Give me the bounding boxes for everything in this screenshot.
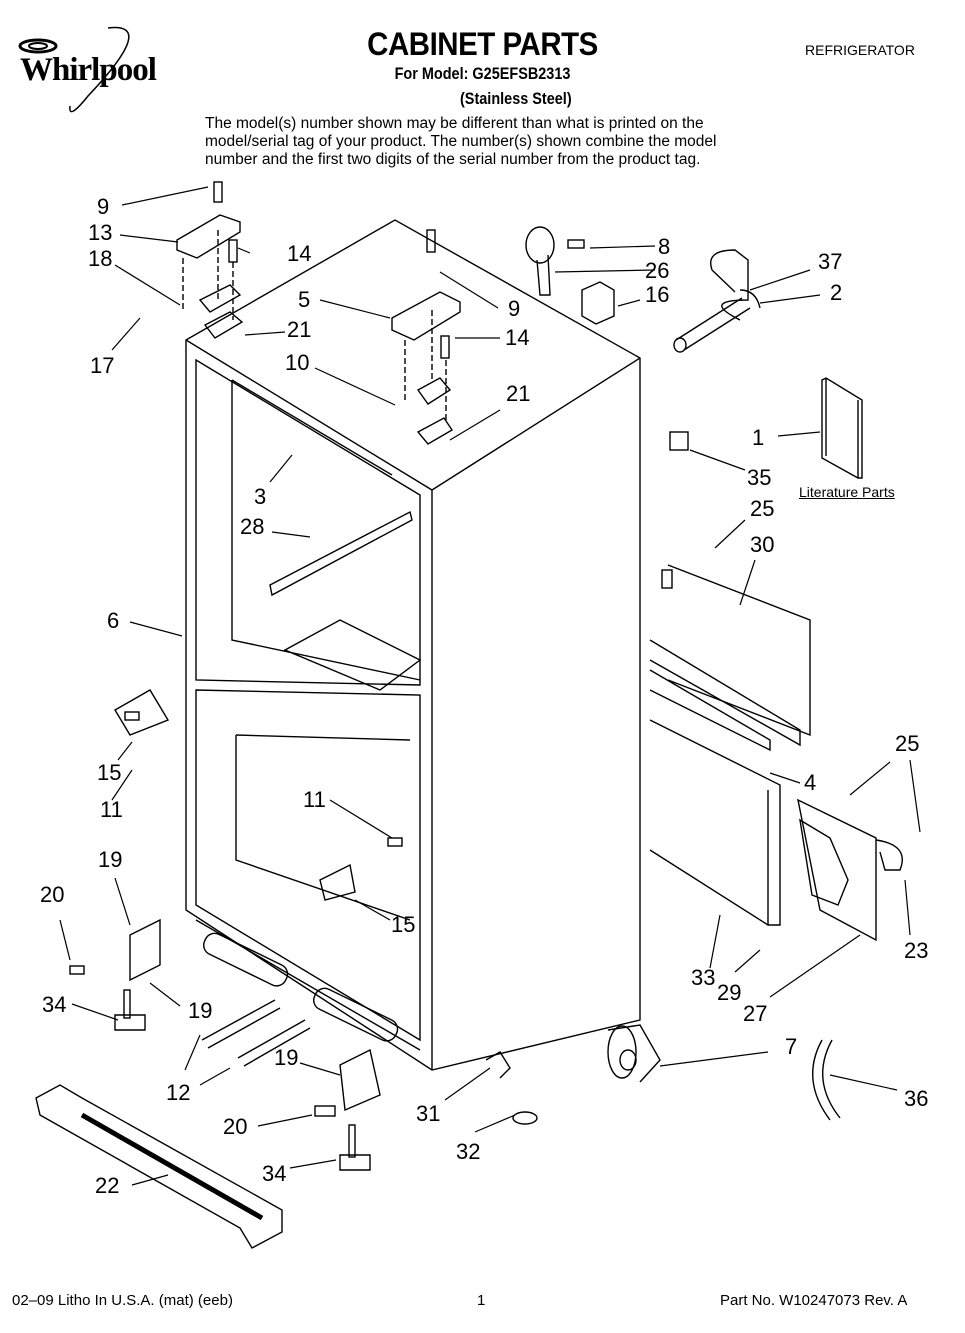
callout-26: 26: [645, 258, 670, 283]
callout-4: 4: [804, 770, 817, 795]
callout-20b: 20: [223, 1114, 248, 1139]
callout-33: 33: [691, 965, 716, 990]
callout-6: 6: [107, 608, 120, 633]
print-info: 02–09 Litho In U.S.A. (mat) (eeb): [12, 1292, 233, 1309]
callout-32: 32: [456, 1139, 481, 1164]
callout-30: 30: [750, 532, 775, 557]
mounting-hardware: [69, 689, 403, 1171]
callout-20: 20: [40, 882, 65, 907]
callout-12: 12: [166, 1080, 191, 1105]
callout-11: 11: [100, 797, 123, 822]
callout-13: 13: [88, 220, 113, 245]
callout-17: 17: [90, 353, 115, 378]
variant-label: (Stainless Steel): [460, 89, 572, 108]
callout-37: 37: [818, 249, 843, 274]
swirl-logo-icon: [18, 26, 130, 113]
callout-11b: 11: [303, 787, 326, 812]
literature-parts-label: Literature Parts: [799, 484, 895, 500]
callout-29: 29: [717, 980, 742, 1005]
callout-36: 36: [904, 1086, 929, 1111]
side-panels: [649, 431, 903, 942]
part-number: Part No. W10247073 Rev. A: [720, 1292, 908, 1309]
callout-25b: 25: [895, 731, 920, 756]
water-tube-heater: [673, 249, 761, 353]
callout-28: 28: [240, 514, 265, 539]
callout-16: 16: [645, 282, 670, 307]
callout-14: 14: [287, 241, 312, 266]
callout-21b: 21: [506, 381, 531, 406]
whirlpool-logo: Whirlpool: [8, 26, 198, 116]
callout-34b: 34: [262, 1161, 287, 1186]
callout-34: 34: [42, 992, 67, 1017]
model-note: The model(s) number shown may be differe…: [205, 115, 717, 168]
cabinet-body: [185, 219, 641, 1071]
callout-31: 31: [416, 1101, 441, 1126]
toe-grille: [35, 1084, 283, 1249]
callout-1: 1: [752, 425, 765, 450]
callout-10: 10: [285, 350, 310, 375]
hinge-top-right: [391, 229, 461, 445]
callout-25: 25: [750, 496, 775, 521]
callout-21: 21: [287, 317, 312, 342]
callout-22: 22: [95, 1173, 120, 1198]
callout-19c: 19: [274, 1045, 299, 1070]
page-title: CABINET PARTS: [367, 26, 598, 62]
page-number: 1: [477, 1292, 486, 1309]
callout-19: 19: [98, 847, 123, 872]
callout-5: 5: [298, 287, 311, 312]
callout-18: 18: [88, 246, 113, 271]
callout-27: 27: [743, 1001, 768, 1026]
callout-23: 23: [904, 938, 929, 963]
callout-14b: 14: [505, 325, 530, 350]
caster-and-clips: [485, 1024, 841, 1125]
brand-name: Whirlpool: [20, 52, 157, 88]
callout-15: 15: [97, 760, 122, 785]
model-line: For Model: G25EFSB2313: [394, 64, 571, 83]
callout-19b: 19: [188, 998, 213, 1023]
literature-booklet: [821, 377, 863, 479]
door-switch-and-clip: [525, 226, 615, 325]
callout-35: 35: [747, 465, 772, 490]
callout-3: 3: [254, 484, 267, 509]
callout-9: 9: [97, 194, 110, 219]
category-label: REFRIGERATOR: [805, 42, 915, 58]
callout-8: 8: [658, 234, 671, 259]
callout-15b: 15: [391, 912, 416, 937]
callout-2: 2: [830, 280, 843, 305]
callout-7: 7: [785, 1034, 798, 1059]
hinge-top-left: [176, 181, 244, 339]
callout-leaders: [59, 186, 921, 1186]
callout-9b: 9: [508, 296, 521, 321]
